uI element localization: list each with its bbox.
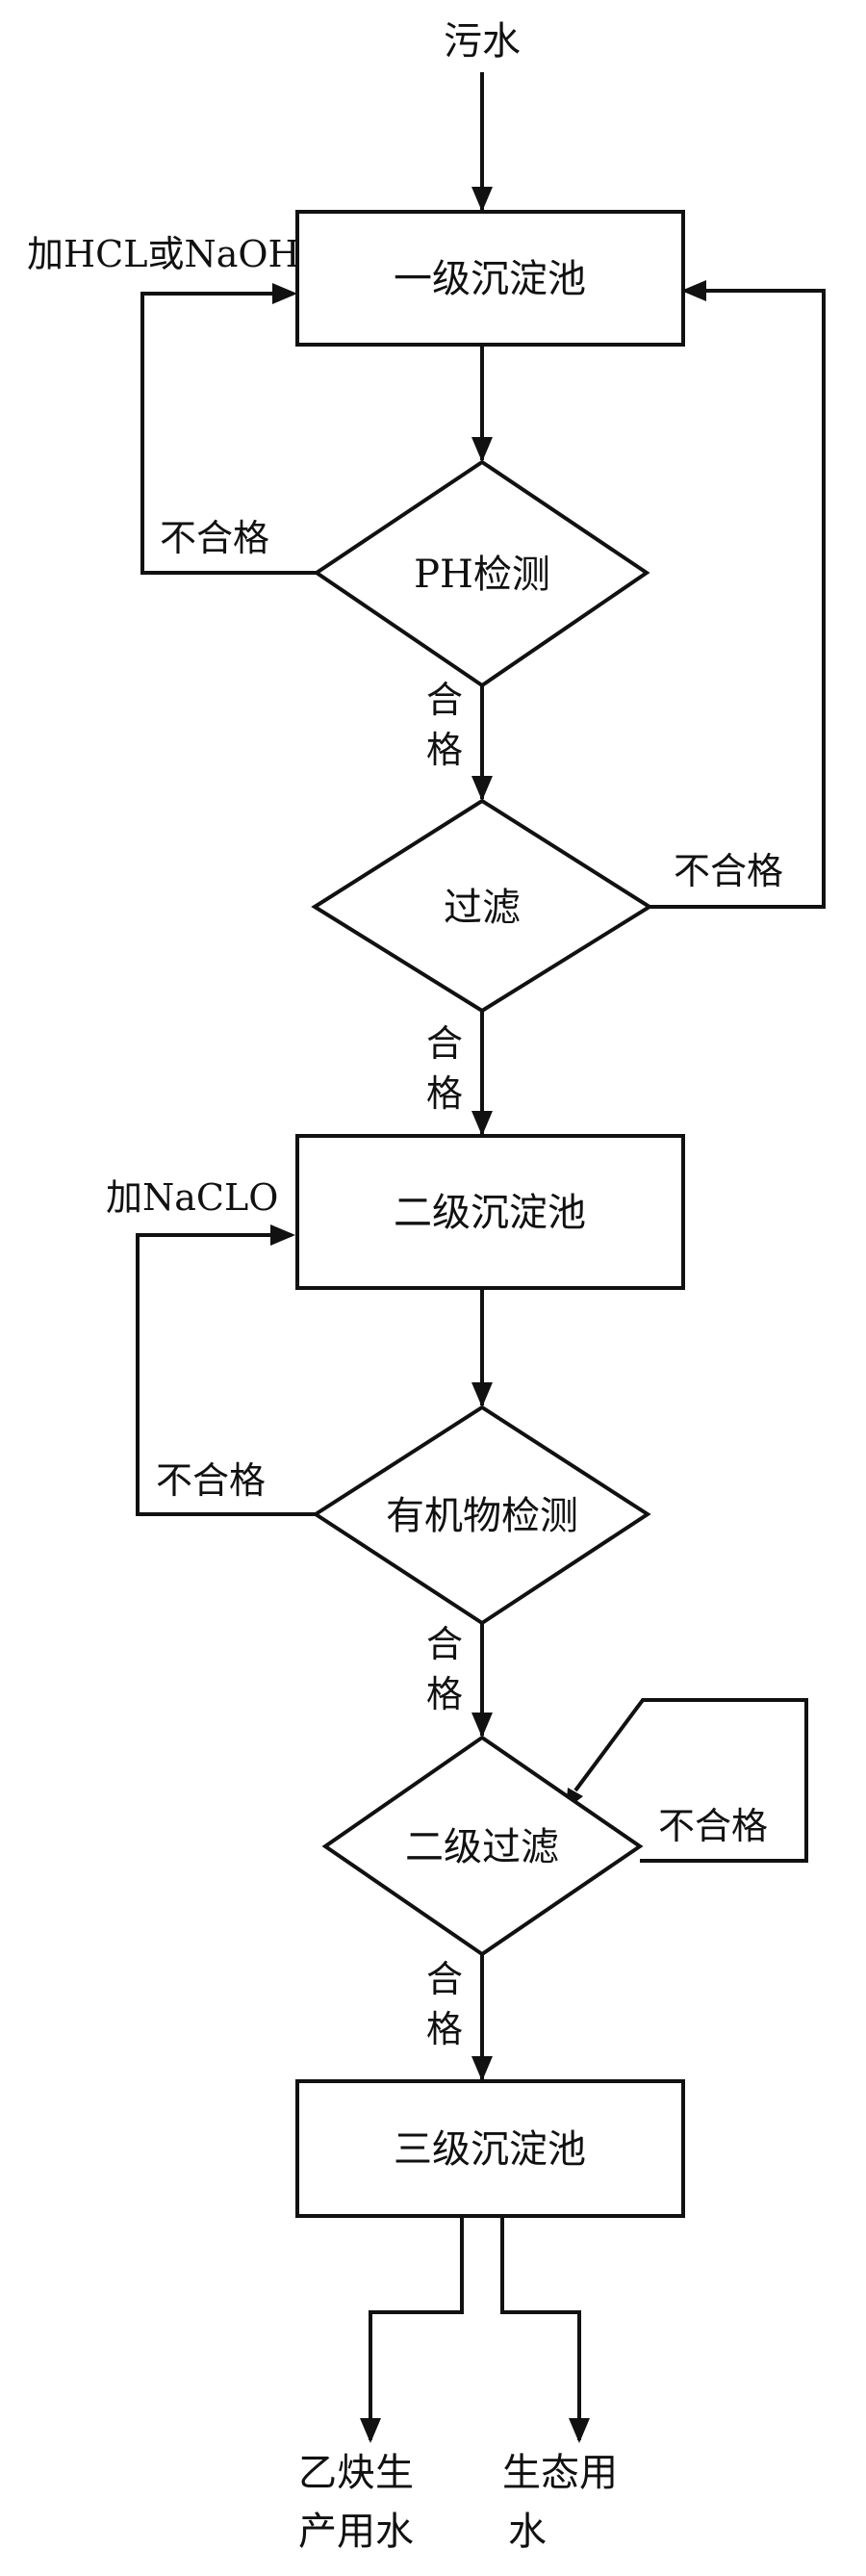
arrowhead-down — [471, 1111, 493, 1136]
edge-ph-fail-loop — [140, 292, 317, 575]
pass-label-organic-1: 合 — [426, 1623, 463, 1665]
secondary-tank-box — [295, 1134, 685, 1290]
arrowhead-down — [471, 1382, 493, 1407]
edge-tertiary-to-left-output — [369, 2216, 464, 2440]
filter-diamond — [311, 798, 653, 1014]
pass-label-secondary-filter-2: 格 — [426, 2008, 463, 2050]
ph-check-diamond — [313, 459, 650, 688]
output-right-line1: 生态用 — [502, 2451, 618, 2495]
pass-label-filter-1: 合 — [426, 1022, 463, 1065]
organic-fail-label: 不合格 — [156, 1459, 266, 1502]
arrowhead-right — [270, 1224, 295, 1246]
organic-check-label: 有机物检测 — [386, 1494, 578, 1538]
ph-check-label: PH检测 — [414, 553, 550, 597]
output-right-line2: 水 — [508, 2510, 547, 2554]
add-hcl-naoh-label: 加HCL或NaOH — [27, 233, 300, 275]
ph-fail-label: 不合格 — [160, 517, 269, 559]
arrowhead-down — [471, 437, 493, 462]
arrowhead-down — [471, 2056, 493, 2081]
arrowhead-down — [569, 2418, 590, 2443]
filter-fail-label: 不合格 — [674, 850, 783, 892]
add-naclo-label: 加NaCLO — [106, 1176, 278, 1219]
tertiary-tank-box — [295, 2079, 685, 2218]
pass-label-ph-1: 合 — [426, 679, 463, 721]
primary-tank-box — [295, 210, 685, 347]
arrowhead-down — [471, 776, 493, 801]
edge-secondary-filter-fail-loop — [573, 1698, 808, 1863]
secondary-filter-diamond — [321, 1735, 644, 1957]
connector-lines — [136, 72, 826, 2440]
secondary-filter-fail-label: 不合格 — [658, 1805, 768, 1847]
arrowhead-left — [681, 280, 706, 301]
primary-tank-label: 一级沉淀池 — [394, 257, 586, 301]
edge-organic-fail-loop — [136, 1233, 316, 1516]
filter-label: 过滤 — [444, 886, 521, 930]
edge-tertiary-to-right-output — [500, 2216, 581, 2440]
input-label: 污水 — [444, 19, 521, 64]
secondary-filter-label: 二级过滤 — [405, 1825, 559, 1869]
pass-label-filter-2: 格 — [426, 1072, 463, 1115]
arrowhead-down — [471, 1713, 493, 1738]
output-left-line2: 产用水 — [298, 2510, 414, 2554]
edge-filter-fail-loop — [650, 289, 826, 909]
tertiary-tank-label: 三级沉淀池 — [394, 2127, 586, 2172]
output-left-line1: 乙炔生 — [298, 2451, 414, 2495]
pass-label-secondary-filter-1: 合 — [426, 1958, 463, 2000]
arrowhead-down — [360, 2418, 381, 2443]
secondary-tank-label: 二级沉淀池 — [394, 1191, 586, 1235]
pass-label-ph-2: 格 — [426, 729, 463, 771]
organic-check-diamond — [312, 1404, 651, 1626]
arrowhead-right — [272, 283, 297, 304]
arrowhead-down — [471, 187, 493, 212]
pass-label-organic-2: 格 — [426, 1673, 463, 1715]
